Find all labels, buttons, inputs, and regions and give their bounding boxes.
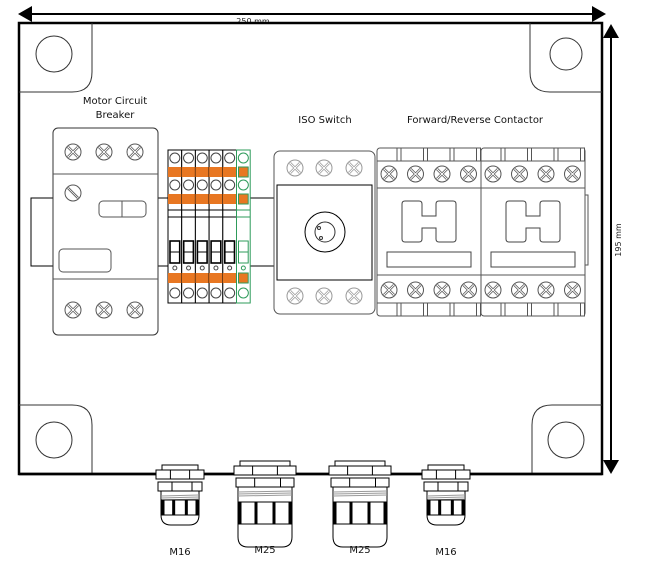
contactor-h-icon xyxy=(401,200,457,243)
height-dimension: 195 mm xyxy=(603,24,624,474)
gland-size-label: M16 xyxy=(169,547,190,558)
gland-size-label: M16 xyxy=(435,547,456,558)
cable-gland: M25 xyxy=(233,460,297,556)
cable-gland: M25 xyxy=(328,460,392,556)
terminal-screw-icon xyxy=(63,300,83,320)
cable-gland: M16 xyxy=(155,464,205,558)
terminal-screw-icon xyxy=(314,158,334,178)
terminal-screw-icon xyxy=(406,164,425,184)
motor-circuit-breaker: Motor Circuit Breaker xyxy=(52,96,159,336)
terminal-screw-icon xyxy=(94,300,114,320)
terminal-screw-icon xyxy=(344,286,364,306)
terminal-screw-icon xyxy=(459,280,478,300)
motor-circuit-breaker-label-line2: Breaker xyxy=(96,110,136,121)
terminal-screw-icon xyxy=(94,142,114,162)
height-dimension-label: 195 mm xyxy=(614,223,623,257)
terminal-screw-icon xyxy=(125,300,145,320)
mounting-corner-top-right xyxy=(529,23,602,93)
terminal-screw-icon xyxy=(483,164,503,184)
cable-gland: M16 xyxy=(421,464,471,558)
terminal xyxy=(167,149,183,304)
on-off-button xyxy=(98,200,147,218)
terminal xyxy=(194,149,210,304)
terminal-screw-icon xyxy=(432,164,452,184)
label-window xyxy=(386,251,472,268)
contactor-unit xyxy=(376,147,482,317)
terminal-screw-icon xyxy=(63,142,83,162)
contactor-unit xyxy=(480,147,586,317)
earth-terminal xyxy=(236,149,251,304)
mounting-corner-bottom-right xyxy=(531,404,602,474)
cable-glands: M16 M25 M25 M16 xyxy=(155,460,471,558)
terminal-screw-icon xyxy=(459,164,478,184)
terminal-screw-icon xyxy=(563,164,582,184)
terminal-screw-icon xyxy=(285,286,305,306)
mounting-hole-icon xyxy=(547,421,585,459)
forward-reverse-contactor: Forward/Reverse Contactor xyxy=(376,115,589,317)
rotary-handle-icon xyxy=(304,211,346,253)
mounting-corner-top-left xyxy=(19,23,93,93)
terminal-screw-icon xyxy=(510,280,529,300)
din-rail xyxy=(30,197,274,267)
terminal-blocks xyxy=(167,149,251,304)
gland-size-label: M25 xyxy=(349,545,370,556)
terminal-screw-icon xyxy=(406,280,425,300)
terminal xyxy=(208,149,224,304)
terminal-screw-icon xyxy=(510,164,529,184)
width-dimension-label: 250 mm xyxy=(236,17,270,26)
mounting-hole-icon xyxy=(35,421,73,459)
contactor-label: Forward/Reverse Contactor xyxy=(407,115,544,126)
motor-circuit-breaker-label-line1: Motor Circuit xyxy=(83,96,147,107)
terminal xyxy=(181,149,196,304)
contactor-h-icon xyxy=(505,200,561,243)
terminal-screw-icon xyxy=(125,142,145,162)
terminal-screw-icon xyxy=(563,280,582,300)
gland-size-label: M25 xyxy=(254,545,275,556)
width-dimension: 250 mm xyxy=(18,6,606,26)
terminal-screw-icon xyxy=(314,286,334,306)
terminal-screw-icon xyxy=(432,280,452,300)
mounting-hole-icon xyxy=(35,35,73,73)
terminal xyxy=(222,149,238,304)
terminal-screw-icon xyxy=(536,164,556,184)
terminal-screw-icon xyxy=(379,280,399,300)
terminal-screw-icon xyxy=(536,280,556,300)
mounting-hole-icon xyxy=(549,37,583,71)
mounting-corner-bottom-left xyxy=(19,404,93,474)
terminal-screw-icon xyxy=(379,164,399,184)
label-window xyxy=(58,248,112,273)
terminal-screw-icon xyxy=(344,158,364,178)
iso-switch: ISO Switch xyxy=(273,115,376,315)
label-window xyxy=(490,251,576,268)
terminal-screw-icon xyxy=(483,280,503,300)
iso-switch-label: ISO Switch xyxy=(298,115,351,126)
adjustment-dial-icon xyxy=(64,184,82,202)
terminal-screw-icon xyxy=(285,158,305,178)
